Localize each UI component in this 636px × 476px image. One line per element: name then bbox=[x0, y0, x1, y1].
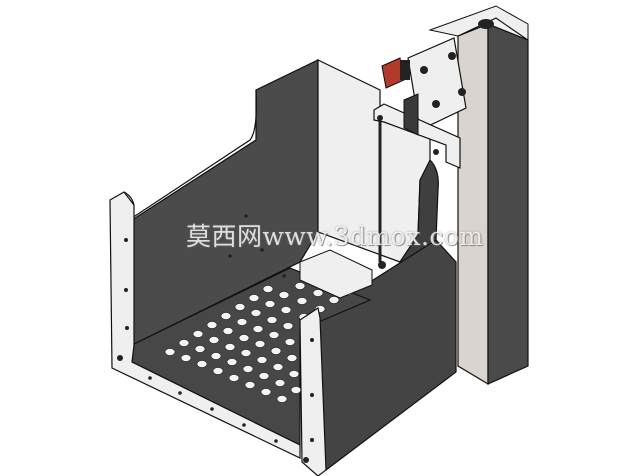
watermark-text: 莫西网www.3dmox.com bbox=[186, 222, 484, 251]
right-front-plate bbox=[299, 307, 327, 476]
column-side-face bbox=[487, 23, 529, 385]
floor-holes bbox=[164, 275, 354, 403]
back-wall-curve-edge bbox=[131, 89, 257, 219]
column-top-hole bbox=[478, 19, 494, 29]
left-end-plate bbox=[109, 191, 301, 459]
sensor-mount bbox=[400, 60, 410, 80]
wall-holes bbox=[228, 214, 286, 278]
left-plate-holes bbox=[117, 238, 278, 443]
column-front-face bbox=[457, 23, 489, 386]
carriage-bolts bbox=[420, 52, 466, 108]
inner-bracket bbox=[299, 249, 373, 299]
right-plate-holes bbox=[303, 338, 314, 463]
arm-bracket bbox=[403, 93, 419, 136]
rod-base bbox=[378, 261, 386, 269]
